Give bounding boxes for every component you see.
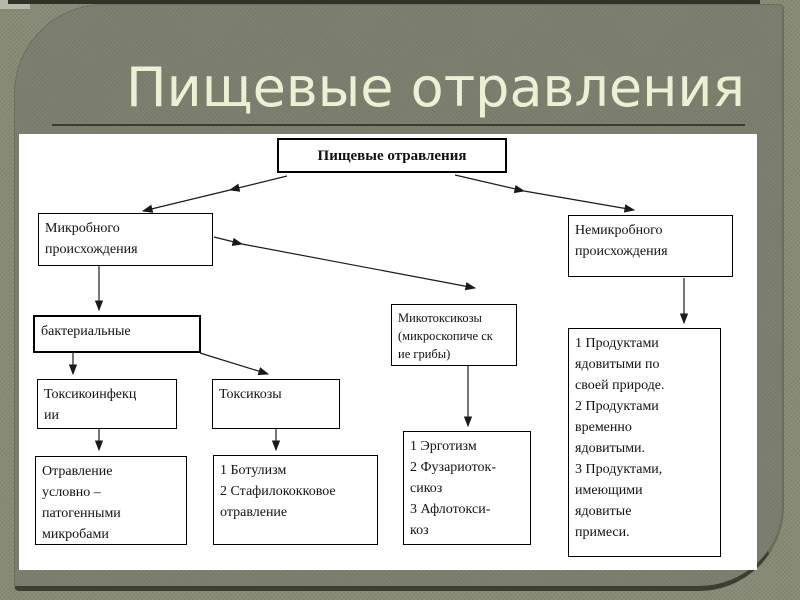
corner-patch xyxy=(0,0,30,9)
slide-title: Пищевые отравления xyxy=(126,56,745,119)
node-conditionally-pathogenic-poisoning: Отравление условно – патогенными микроба… xyxy=(35,456,187,545)
node-food-poisoning: Пищевые отравления xyxy=(277,138,507,173)
node-toxicoinfection: Токсикоинфекц ии xyxy=(37,379,177,429)
node-bacterial: бактериальные xyxy=(33,315,201,353)
node-nonmicrobial-origin: Немикробного происхождения xyxy=(568,215,733,277)
node-ergotism-list: 1 Эрготизм 2 Фузариоток- сикоз 3 Афлоток… xyxy=(403,431,531,545)
title-underline xyxy=(52,124,745,126)
node-microbial-origin: Микробного происхождения xyxy=(38,213,213,266)
node-toxic-products-list: 1 Продуктами ядовитыми по своей природе.… xyxy=(568,328,721,557)
node-toxicosis: Токсикозы xyxy=(212,379,340,429)
node-mycotoxicosis: Микотоксикозы (микроскопиче ск ие грибы) xyxy=(391,304,517,366)
top-strip xyxy=(8,0,760,4)
node-botulism-staph-list: 1 Ботулизм 2 Стафилококковое отравление xyxy=(213,455,378,545)
